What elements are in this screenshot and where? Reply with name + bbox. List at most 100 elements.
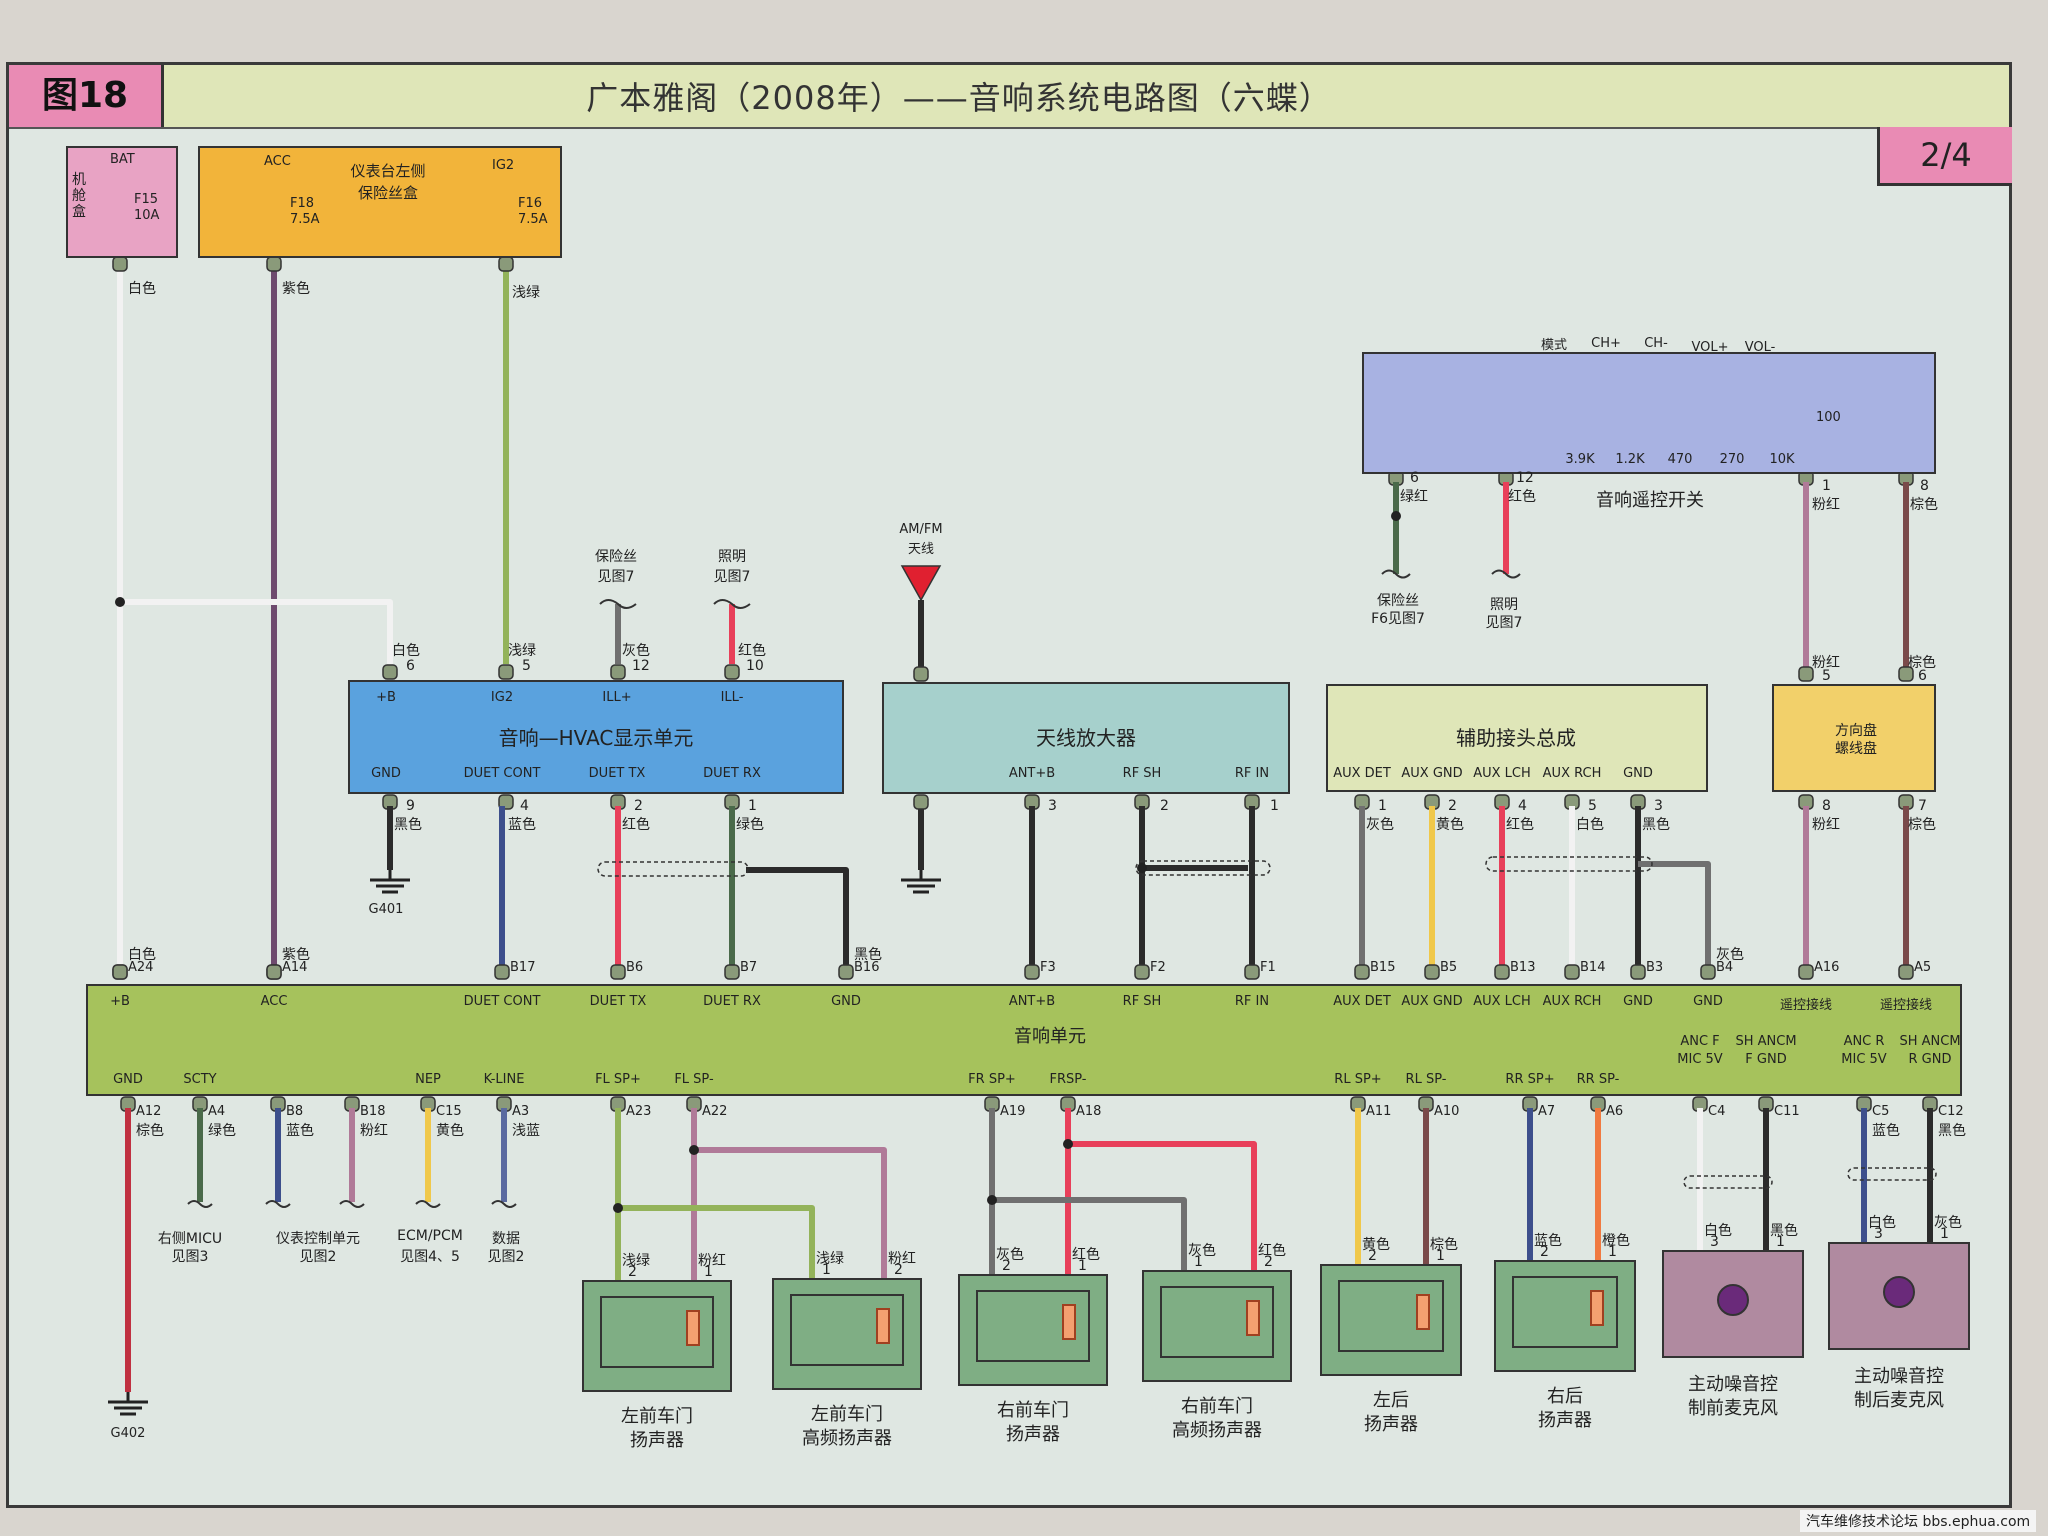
audio-top-conn-16: A5 xyxy=(1914,960,1932,975)
ig2-label: IG2 xyxy=(492,158,515,173)
ref-micu-2: 见图3 xyxy=(171,1249,209,1265)
speaker-wire1-1: 浅绿 xyxy=(816,1251,844,1267)
aux-shield-sleeve xyxy=(1485,856,1653,872)
audio-bot-pin-16: ANC R xyxy=(1843,1034,1885,1049)
ref-light-1: 照明 xyxy=(718,549,746,565)
hvac-top-no-3: 12 xyxy=(632,658,650,674)
audio-unit-name: 音响单元 xyxy=(1014,1026,1086,1047)
splice-dot-b xyxy=(115,597,125,607)
speaker-name1-2: 右前车门 xyxy=(997,1400,1069,1421)
speaker-inner-4 xyxy=(1338,1280,1444,1352)
audio-bot-pin2-17: R GND xyxy=(1908,1052,1952,1067)
mic-wire1-0: 白色 xyxy=(1704,1223,1732,1239)
aux-pin-gnd2: GND xyxy=(1623,766,1653,781)
ref-data-1: 数据 xyxy=(492,1231,520,1247)
speaker-name1-1: 左前车门 xyxy=(811,1404,883,1425)
audio-top-conn-8: F1 xyxy=(1260,960,1276,975)
wire-shield-black xyxy=(746,867,849,966)
hvac-pin-ill-minus: ILL- xyxy=(720,690,744,705)
ref-micu-1: 右侧MICU xyxy=(157,1231,223,1247)
dash-fuse-box-label-1: 仪表台左侧 xyxy=(350,162,426,180)
fuse-out-pin-2 xyxy=(498,256,514,272)
amp-pin-rfin: RF IN xyxy=(1234,766,1270,781)
aux-name: 辅助接头总成 xyxy=(1456,726,1576,750)
audio-top-connector-15 xyxy=(1798,964,1814,980)
speaker-wire2-2: 红色 xyxy=(1072,1247,1100,1263)
cs-bot-no-2: 7 xyxy=(1918,798,1927,814)
aux-wire-3: 红色 xyxy=(1506,817,1534,833)
remote-wire-3: 粉红 xyxy=(1812,497,1840,513)
ground-g401: G401 xyxy=(368,902,404,917)
hvac-bot-wire-1: 黑色 xyxy=(394,817,422,833)
clock-spring-name-1: 方向盘 xyxy=(1835,723,1877,739)
audio-bot-pin2-14: MIC 5V xyxy=(1677,1052,1723,1067)
audio-bot-pin-12: RR SP+ xyxy=(1505,1072,1555,1087)
aux-pin-rch: AUX RCH xyxy=(1542,766,1602,781)
audio-remote-switch xyxy=(1362,352,1936,474)
splice-dot-remote xyxy=(1391,511,1401,521)
mic-wire2-0: 黑色 xyxy=(1770,1223,1798,1239)
audio-top-connector-7 xyxy=(1134,964,1150,980)
hvac-top-connector-0 xyxy=(382,664,398,680)
wire-aux-shield-gray xyxy=(1638,861,1711,966)
audio-bot-pin-8: FR SP+ xyxy=(968,1072,1016,1087)
aux-no-2: 2 xyxy=(1448,798,1457,814)
speaker-box-4 xyxy=(1320,1264,1462,1376)
resistor-10k: 10K xyxy=(1769,452,1795,467)
mic-shield xyxy=(1847,1167,1937,1181)
mic-no2-0: 1 xyxy=(1776,1234,1785,1250)
audio-bot-conn-12: A7 xyxy=(1538,1104,1556,1119)
audio-bot-pin-15: SH ANCM xyxy=(1735,1034,1797,1049)
speaker-wire1-0: 浅绿 xyxy=(622,1253,650,1269)
cs-top-no-2: 6 xyxy=(1918,668,1927,684)
audio-bot-pin-14: ANC F xyxy=(1680,1034,1720,1049)
audio-top-connector-16 xyxy=(1898,964,1914,980)
speaker-name1-4: 左后 xyxy=(1373,1390,1409,1411)
audio-top-pin-2: DUET CONT xyxy=(463,994,541,1009)
audio-top-pin-3: DUET TX xyxy=(589,994,647,1009)
audio-top-connector-13 xyxy=(1630,964,1646,980)
aux-wire-2: 黄色 xyxy=(1436,817,1464,833)
aux-wire-5: 黑色 xyxy=(1642,817,1670,833)
amp-pin-rfsh: RF SH xyxy=(1122,766,1162,781)
resistor-100: 100 xyxy=(1816,410,1841,425)
audio-top-wire-1: 紫色 xyxy=(282,947,310,963)
remote-no-3: 1 xyxy=(1822,478,1831,494)
amp-no-3: 1 xyxy=(1270,798,1279,814)
remote-switch-name: 音响遥控开关 xyxy=(1596,490,1704,511)
speaker-wire2-5: 橙色 xyxy=(1602,1233,1630,1249)
audio-bot-conn-8: A19 xyxy=(1000,1104,1026,1119)
speaker-wire1-2: 灰色 xyxy=(996,1247,1024,1263)
cs-top-wire-2: 棕色 xyxy=(1908,655,1936,671)
audio-top-connector-5 xyxy=(838,964,854,980)
speaker-no1-5: 2 xyxy=(1540,1244,1549,1260)
remote-ref-fuse-2: F6见图7 xyxy=(1371,611,1425,627)
speaker-name2-2: 扬声器 xyxy=(1006,1424,1060,1445)
speaker-icon-3 xyxy=(1246,1300,1260,1336)
speaker-no2-4: 1 xyxy=(1436,1248,1445,1264)
audio-top-connector-10 xyxy=(1424,964,1440,980)
audio-bot-pin2-15: F GND xyxy=(1745,1052,1787,1067)
wire-fl-tweeter-minus xyxy=(694,1147,887,1280)
wire-lightgreen-label: 浅绿 xyxy=(512,285,540,301)
audio-top-pin-16: 遥控接线 xyxy=(1879,998,1933,1013)
mic-no1-0: 3 xyxy=(1710,1234,1719,1250)
remote-wire-4: 棕色 xyxy=(1910,497,1938,513)
speaker-no1-0: 2 xyxy=(628,1264,637,1280)
antenna-symbol xyxy=(900,565,942,602)
audio-bot-pin2-16: MIC 5V xyxy=(1841,1052,1887,1067)
speaker-inner-3 xyxy=(1160,1286,1274,1358)
audio-top-conn-13: B3 xyxy=(1646,960,1664,975)
speaker-icon-4 xyxy=(1416,1294,1430,1330)
speaker-no2-1: 2 xyxy=(894,1262,903,1278)
audio-bot-conn-13: A6 xyxy=(1606,1104,1624,1119)
speaker-inner-5 xyxy=(1512,1276,1618,1348)
hvac-unit-name: 音响—HVAC显示单元 xyxy=(498,726,694,750)
mic-name1-1: 主动噪音控 xyxy=(1854,1366,1944,1387)
speaker-name1-3: 右前车门 xyxy=(1181,1396,1253,1417)
audio-top-connector-0 xyxy=(112,964,128,980)
aux-no-4: 5 xyxy=(1588,798,1597,814)
aux-wire-1: 灰色 xyxy=(1366,817,1394,833)
audio-bot-wire-1: 绿色 xyxy=(208,1123,236,1139)
speaker-icon-1 xyxy=(876,1308,890,1344)
